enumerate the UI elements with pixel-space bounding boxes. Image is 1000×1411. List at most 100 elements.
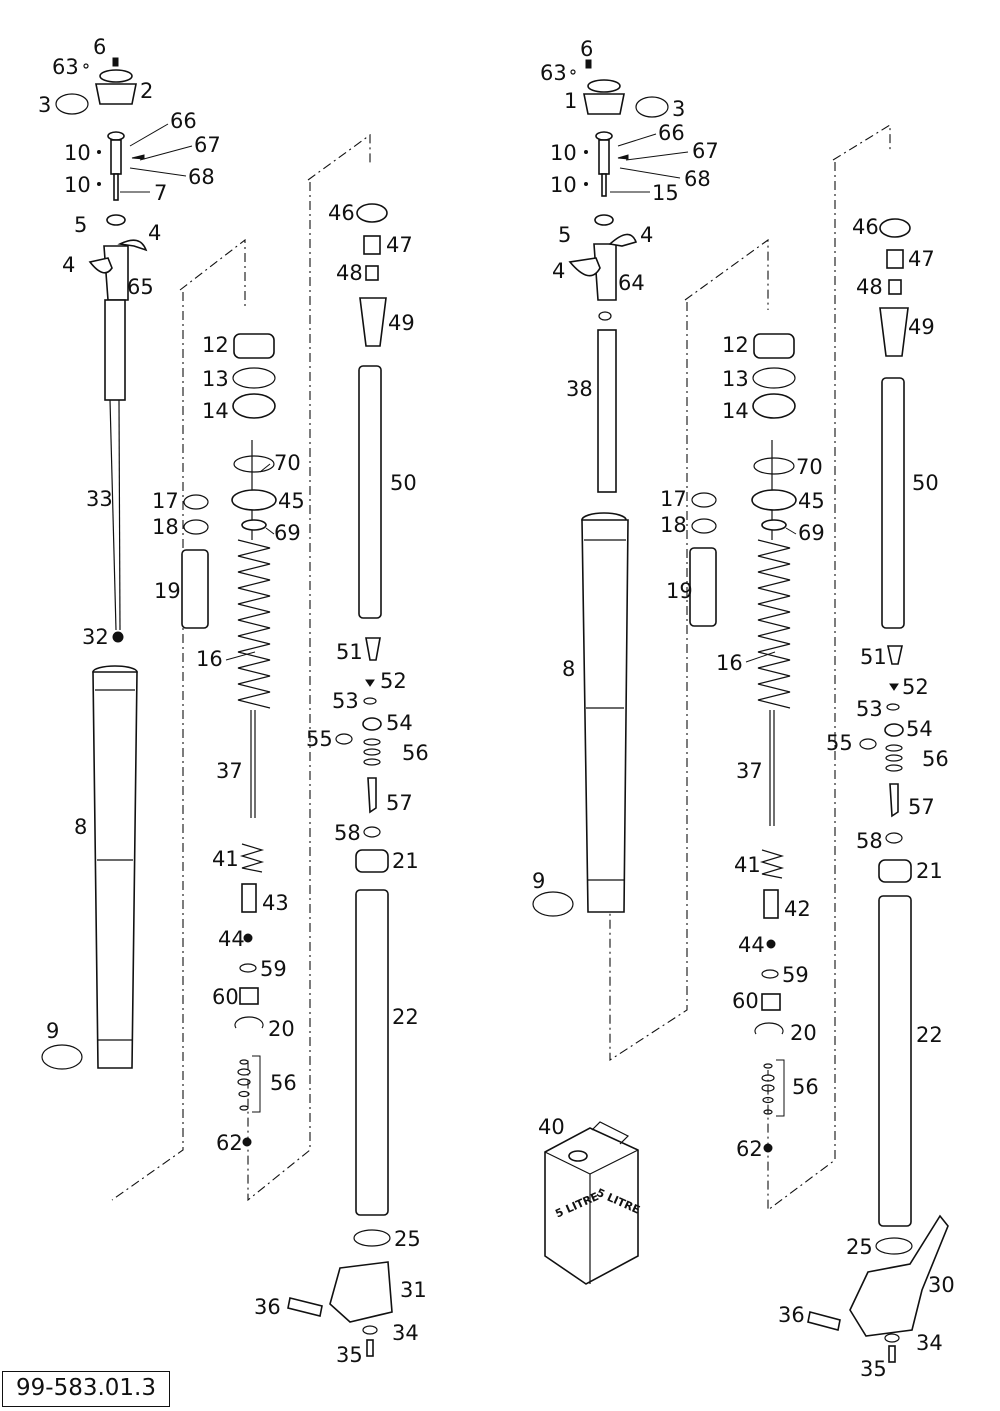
callout: 38 <box>566 377 593 401</box>
right-clip-70 <box>753 457 795 475</box>
left-ring-55 <box>335 733 353 745</box>
right-washer-5 <box>594 214 614 226</box>
right-ball-10b <box>584 182 588 186</box>
callout: 49 <box>908 315 935 339</box>
right-top-cap <box>583 93 625 115</box>
left-group-outline <box>179 238 246 310</box>
callout: 21 <box>916 859 943 883</box>
catalog-code-box: 99-583.01.3 <box>2 1371 170 1407</box>
callout: 46 <box>328 201 355 225</box>
left-needle-7 <box>113 173 119 201</box>
right-callouts: 6 63 1 3 66 10 67 68 10 15 5 4 4 64 38 8… <box>532 37 955 1381</box>
callout: 6 <box>93 35 106 59</box>
right-part-54 <box>884 723 904 737</box>
left-clip-70 <box>233 455 275 473</box>
callout: 4 <box>552 259 565 283</box>
callout: 51 <box>860 645 887 669</box>
right-inner-tube-22 <box>878 895 912 1227</box>
right-pin-67 <box>617 154 629 160</box>
callout: 34 <box>916 1331 943 1355</box>
callout: 7 <box>154 181 167 205</box>
right-part-48 <box>888 279 902 295</box>
callout: 60 <box>212 985 239 1009</box>
right-seal-14 <box>752 393 796 419</box>
callout: 31 <box>400 1278 427 1302</box>
callout: 57 <box>908 795 935 819</box>
right-valve-42 <box>763 889 779 919</box>
left-washer-59 <box>239 963 257 973</box>
callout: 49 <box>388 311 415 335</box>
right-group-outline-3 <box>832 124 891 161</box>
callout: 47 <box>908 247 935 271</box>
callout: 19 <box>154 579 181 603</box>
left-part-47 <box>363 235 381 255</box>
callout: 8 <box>74 815 87 839</box>
callout: 25 <box>394 1227 421 1251</box>
left-ring-13 <box>232 367 276 389</box>
right-o-ring-3 <box>635 96 669 118</box>
callout: 45 <box>278 489 305 513</box>
left-ring-17 <box>183 494 209 510</box>
callout: 22 <box>392 1005 419 1029</box>
callout: 67 <box>194 133 221 157</box>
left-top-cap <box>95 83 137 105</box>
right-o-ring-25 <box>875 1237 913 1255</box>
right-seat-45 <box>751 489 797 511</box>
callout: 4 <box>62 253 75 277</box>
right-group-outline-4 <box>767 162 836 1212</box>
callout: 53 <box>856 697 883 721</box>
left-sleeve-19 <box>181 549 209 629</box>
callout: 59 <box>260 957 287 981</box>
right-ring-63 <box>570 69 576 75</box>
left-part-49 <box>359 297 387 347</box>
right-part-66 <box>595 131 613 141</box>
callout: 3 <box>38 93 51 117</box>
left-fork-assembly <box>41 57 393 1357</box>
left-cartridge-50 <box>358 365 382 619</box>
callout: 54 <box>386 711 413 735</box>
callout: 52 <box>902 675 929 699</box>
callout: 50 <box>912 471 939 495</box>
left-group-outline-3 <box>307 133 371 181</box>
right-ring-17 <box>691 492 717 508</box>
callout: 32 <box>82 625 109 649</box>
left-screw-36 <box>287 1297 323 1317</box>
callout: 10 <box>64 141 91 165</box>
callout: 54 <box>906 717 933 741</box>
right-piston-60 <box>761 993 781 1011</box>
right-axle-clamp-30 <box>849 1214 949 1337</box>
right-fork-assembly <box>532 59 949 1363</box>
right-washer-59 <box>761 969 779 979</box>
left-outer-tube-8 <box>92 671 138 1069</box>
right-outer-tube-8 <box>581 519 629 913</box>
callout: 41 <box>212 847 239 871</box>
left-top-cap-top <box>99 69 133 83</box>
right-cartridge-50 <box>881 377 905 629</box>
callout: 17 <box>660 487 687 511</box>
callout: 14 <box>722 399 749 423</box>
right-washer-53 <box>886 703 900 711</box>
right-part-49 <box>879 307 909 357</box>
right-ball-10a <box>584 150 588 154</box>
callout: 37 <box>736 759 763 783</box>
callout: 10 <box>550 141 577 165</box>
left-bushing-21 <box>355 849 389 873</box>
left-nut-32 <box>112 631 124 643</box>
callout: 64 <box>618 271 645 295</box>
callout: 47 <box>386 233 413 257</box>
left-part-66 <box>107 131 125 141</box>
callout: 59 <box>782 963 809 987</box>
callout: 10 <box>550 173 577 197</box>
left-valve-52 <box>365 679 375 687</box>
left-part-54 <box>362 717 382 731</box>
callout: 44 <box>218 927 245 951</box>
callout: 57 <box>386 791 413 815</box>
left-lever-4a <box>88 257 113 274</box>
left-ring-63 <box>83 63 89 69</box>
right-screw-36 <box>807 1311 841 1331</box>
callout: 56 <box>402 741 429 765</box>
right-lever-4b <box>608 233 638 247</box>
callout: 10 <box>64 173 91 197</box>
right-nut-62 <box>763 1143 773 1153</box>
right-part-47 <box>886 249 904 269</box>
